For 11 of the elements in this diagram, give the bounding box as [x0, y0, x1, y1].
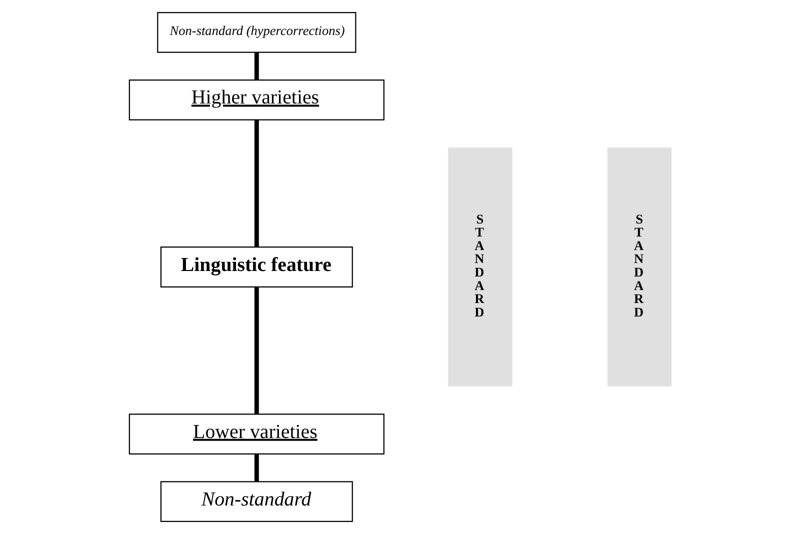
connector: [254, 287, 258, 414]
node-box: Linguistic feature: [160, 246, 352, 288]
node-box: Non-standard: [160, 481, 352, 522]
node-box: Lower varieties: [128, 414, 384, 455]
connector: [254, 120, 258, 247]
node-box: Non-standard (hypercorrections): [156, 12, 356, 53]
connector: [254, 52, 258, 80]
node-box: Higher varieties: [128, 79, 384, 120]
connector: [254, 454, 258, 482]
node-box: S T A N D A R D: [606, 148, 672, 386]
node-box: S T A N D A R D: [448, 148, 512, 386]
